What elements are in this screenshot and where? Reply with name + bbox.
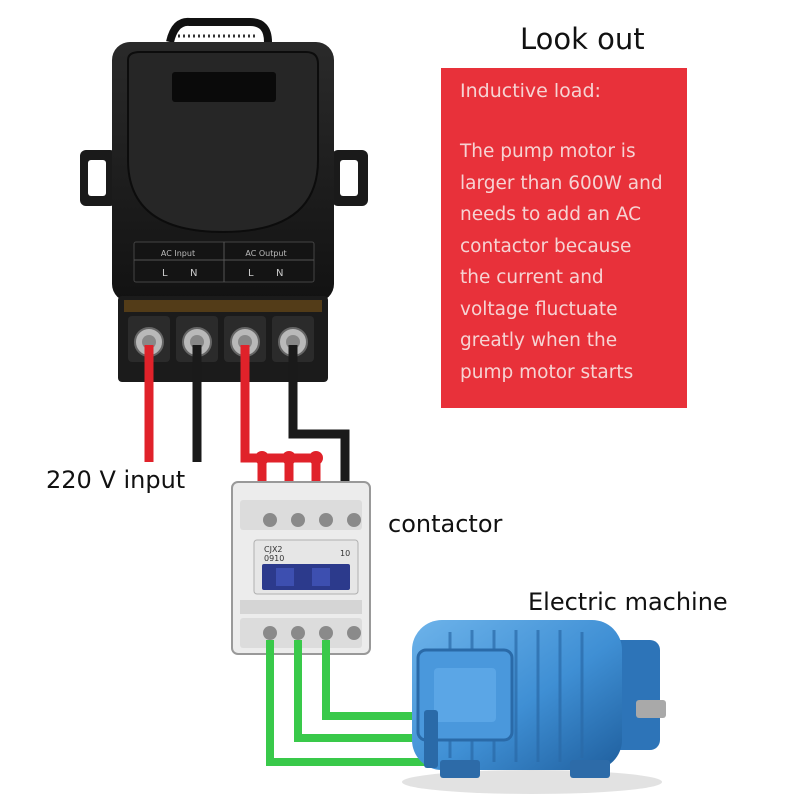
remote-receiver-icon xyxy=(80,42,368,302)
warning-note-line: greatly when the xyxy=(460,330,618,351)
antenna-coil xyxy=(166,17,272,44)
warning-note-line: larger than 600W and xyxy=(460,172,663,194)
contactor-rating: 10 xyxy=(340,549,350,558)
receiver-terminal-n-in: N xyxy=(190,268,197,279)
terminal-screw-4 xyxy=(272,316,314,362)
warning-note: Inductive load: The pump motor is larger… xyxy=(441,68,687,408)
page-title: Look out xyxy=(520,22,645,56)
receiver-terminal-l-in: L xyxy=(162,268,168,279)
contactor-label: contactor xyxy=(388,510,503,538)
receiver-terminal-n-out: N xyxy=(276,268,283,279)
warning-note-line: The pump motor is xyxy=(460,141,636,162)
electric-motor-icon xyxy=(402,620,666,794)
electric-machine-label: Electric machine xyxy=(528,588,728,616)
warning-note-line: the current and xyxy=(460,267,604,288)
input-voltage-label: 220 V input xyxy=(46,466,186,494)
warning-note-line: pump motor starts xyxy=(460,361,634,383)
contactor-model-line1: CJX2 xyxy=(264,545,283,554)
motor-wire-3 xyxy=(322,640,430,720)
terminal-screw-3 xyxy=(224,316,266,362)
receiver-terminal-l-out: L xyxy=(248,268,254,279)
motor-wire-1 xyxy=(266,640,430,766)
motor-wires xyxy=(266,640,430,766)
output-neutral-wire xyxy=(288,345,350,500)
receiver-ac-output-label: AC Output xyxy=(245,249,286,258)
receiver-ac-input-label: AC Input xyxy=(161,249,195,258)
warning-note-line: contactor because xyxy=(460,235,632,257)
warning-note-line: needs to add an AC xyxy=(460,204,642,225)
contactor-model-line2: 0910 xyxy=(264,554,284,563)
warning-note-heading: Inductive load: xyxy=(460,80,601,102)
motor-wire-2 xyxy=(294,640,430,742)
warning-note-body: The pump motor is larger than 600W and n… xyxy=(460,136,685,388)
motor-wire-terminals xyxy=(424,710,438,768)
receiver-terminal-block xyxy=(118,296,328,382)
contactor-device-icon xyxy=(231,481,371,655)
warning-note-line: voltage fluctuate xyxy=(460,298,618,320)
